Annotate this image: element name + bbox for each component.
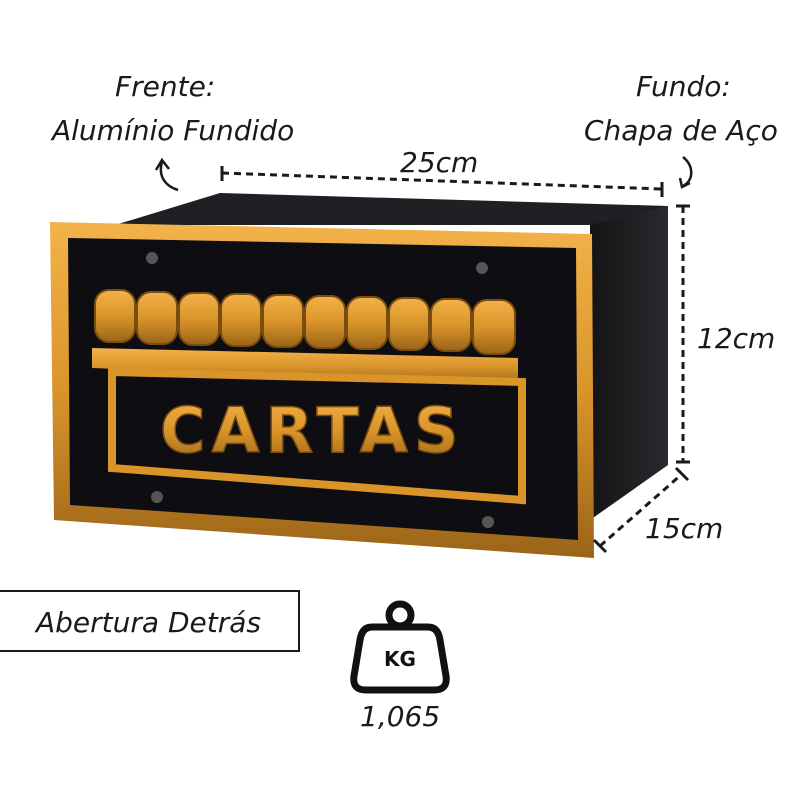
back-title: Fundo: bbox=[636, 70, 731, 103]
screw-icon bbox=[476, 262, 488, 274]
weight-value: 1,065 bbox=[360, 700, 441, 733]
opening-label: Abertura Detrás bbox=[36, 606, 261, 639]
kettlebell-weight-icon: KG bbox=[350, 600, 450, 694]
screw-icon bbox=[151, 491, 163, 503]
width-dimension bbox=[220, 166, 664, 197]
back-material: Chapa de Aço bbox=[584, 114, 778, 147]
mailbox-body bbox=[115, 193, 668, 520]
front-title: Frente: bbox=[115, 70, 216, 103]
plate-text: CARTAS bbox=[160, 394, 465, 467]
height-label: 12cm bbox=[697, 322, 776, 355]
weight-unit: KG bbox=[384, 647, 416, 671]
slot-frame bbox=[108, 367, 526, 505]
back-arrow-icon bbox=[678, 156, 693, 189]
depth-label: 15cm bbox=[645, 512, 724, 545]
width-label: 25cm bbox=[400, 146, 479, 179]
front-material: Alumínio Fundido bbox=[52, 114, 295, 147]
depth-dimension bbox=[592, 466, 690, 554]
opening-badge: Abertura Detrás bbox=[0, 590, 300, 652]
front-arrow-icon bbox=[154, 157, 179, 192]
height-dimension bbox=[676, 204, 690, 464]
roof-tiles bbox=[94, 289, 516, 355]
mailbox-front-plate: CARTAS bbox=[50, 222, 594, 558]
screw-icon bbox=[482, 516, 494, 528]
screw-icon bbox=[146, 252, 158, 264]
